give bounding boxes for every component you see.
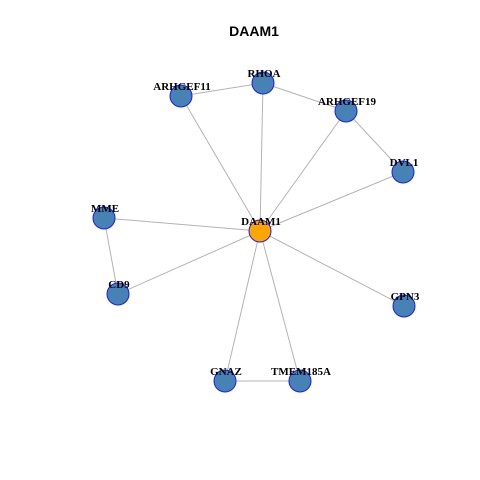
- diagram-title: DAAM1: [229, 23, 279, 39]
- node-tmem185a[interactable]: TMEM185A: [271, 366, 331, 393]
- edge-cd9-daam1: [117, 230, 261, 295]
- node-mme[interactable]: MME: [91, 203, 119, 230]
- node-circle[interactable]: [92, 206, 116, 230]
- node-label: CD9: [108, 279, 130, 291]
- node-label: GNAZ: [210, 366, 242, 378]
- node-circle[interactable]: [288, 369, 312, 393]
- edge-dvl1-daam1: [259, 171, 404, 232]
- node-dvl1[interactable]: DVL1: [390, 157, 419, 184]
- node-label: GPN3: [391, 291, 420, 303]
- node-cd9[interactable]: CD9: [106, 279, 130, 306]
- node-circle[interactable]: [213, 369, 237, 393]
- node-label: MME: [91, 203, 119, 215]
- edge-arhgef19-daam1: [259, 110, 347, 232]
- edge-gpn3-daam1: [259, 230, 405, 307]
- node-gpn3[interactable]: GPN3: [391, 291, 420, 318]
- edge-rhoa-arhgef19: [262, 82, 347, 112]
- edge-layer: [103, 82, 405, 382]
- node-arhgef19[interactable]: ARHGEF19: [318, 96, 377, 123]
- node-arhgef11[interactable]: ARHGEF11: [153, 81, 211, 108]
- edge-arhgef11-daam1: [180, 95, 261, 232]
- node-circle[interactable]: [106, 282, 130, 306]
- node-label: RHOA: [248, 68, 281, 80]
- edge-arhgef11-rhoa: [180, 82, 264, 97]
- node-label: DVL1: [390, 157, 419, 169]
- edge-arhgef19-dvl1: [345, 110, 404, 173]
- node-label: DAAM1: [241, 216, 281, 228]
- node-circle[interactable]: [391, 160, 415, 184]
- node-circle[interactable]: [248, 219, 272, 243]
- node-circle[interactable]: [392, 294, 416, 318]
- edge-tmem185a-daam1: [259, 230, 301, 382]
- node-label: ARHGEF19: [318, 96, 377, 108]
- node-circle[interactable]: [169, 84, 193, 108]
- node-rhoa[interactable]: RHOA: [248, 68, 281, 95]
- node-label: TMEM185A: [271, 366, 331, 378]
- node-circle[interactable]: [334, 99, 358, 123]
- node-daam1[interactable]: DAAM1: [241, 216, 281, 243]
- edge-gnaz-daam1: [224, 230, 261, 382]
- edge-rhoa-daam1: [259, 82, 264, 232]
- edge-mme-daam1: [103, 217, 261, 232]
- node-label: ARHGEF11: [153, 81, 210, 93]
- node-gnaz[interactable]: GNAZ: [210, 366, 242, 393]
- edge-mme-cd9: [103, 217, 119, 295]
- node-circle[interactable]: [251, 71, 275, 95]
